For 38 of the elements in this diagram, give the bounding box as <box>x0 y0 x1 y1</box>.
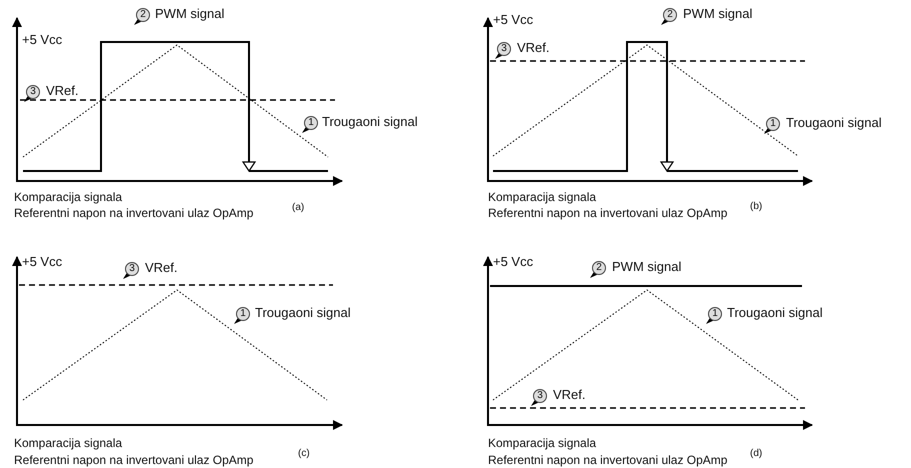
signal-label: PWM signal <box>612 260 682 274</box>
callout-number: 3 <box>500 42 508 56</box>
axis-label: +5 Vcc <box>493 13 534 27</box>
panel-label: (c) <box>298 447 310 461</box>
callout-number: 3 <box>128 262 136 276</box>
callout-number: 1 <box>769 117 777 131</box>
callout-number: 3 <box>29 85 37 99</box>
signal-label: Trougaoni signal <box>727 306 823 320</box>
caption-text: Komparacija signala <box>488 190 596 204</box>
signal-label: VRef. <box>553 388 586 402</box>
signal-label: VRef. <box>46 84 79 98</box>
axis-label: +5 Vcc <box>22 255 62 269</box>
callout-number: 2 <box>139 8 147 22</box>
signal-label: VRef. <box>517 41 550 55</box>
signal-label: PWM signal <box>155 7 224 21</box>
signal-label: Trougaoni signal <box>322 115 418 129</box>
caption-text: Komparacija signala <box>14 190 122 204</box>
caption-text: Referentni napon na invertovani ulaz OpAmp <box>14 206 254 220</box>
axis-label: +5 Vcc <box>22 33 62 47</box>
callout-number: 2 <box>666 8 674 22</box>
caption-text: Komparacija signala <box>488 436 596 450</box>
caption-text: Referentni napon na invertovani ulaz OpAmp <box>488 206 728 220</box>
caption-text: Komparacija signala <box>14 436 122 450</box>
caption-text: Referentni napon na invertovani ulaz OpAmp <box>14 453 254 467</box>
signal-label: PWM signal <box>683 7 752 21</box>
axis-label: +5 Vcc <box>493 255 534 269</box>
panel-label: (d) <box>750 447 762 461</box>
callout-number: 1 <box>239 307 247 321</box>
callout-number: 3 <box>536 389 544 403</box>
callout-number: 1 <box>711 307 719 321</box>
panel-label: (b) <box>750 200 762 214</box>
caption-text: Referentni napon na invertovani ulaz OpAmp <box>488 453 728 467</box>
signal-label: VRef. <box>145 261 178 275</box>
callout-number: 2 <box>595 261 603 275</box>
signal-label: Trougaoni signal <box>786 116 882 130</box>
callout-number: 1 <box>307 116 315 130</box>
panel-label: (a) <box>292 201 304 215</box>
signal-label: Trougaoni signal <box>255 306 351 320</box>
